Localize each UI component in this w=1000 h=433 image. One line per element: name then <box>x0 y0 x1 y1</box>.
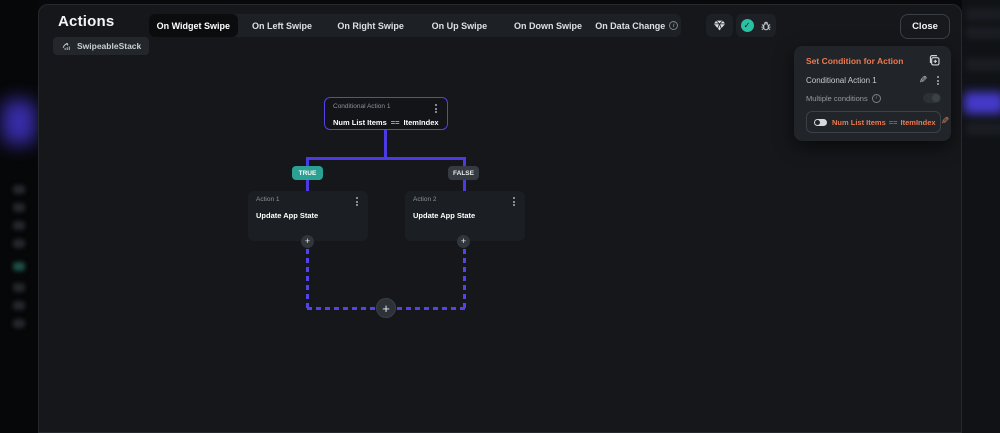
condition-action-name: Conditional Action 1 <box>806 76 877 85</box>
condition-expression: Num List Items==ItemIndex <box>333 118 439 127</box>
action-name: Update App State <box>256 211 319 220</box>
background-right-panel <box>962 0 1000 433</box>
widget-chip-label: SwipeableStack <box>77 41 142 51</box>
sidebar-icon <box>13 283 25 292</box>
panel-title: Set Condition for Action <box>806 55 904 66</box>
swipeable-stack-icon <box>62 42 70 50</box>
sidebar-icon <box>13 262 25 271</box>
sidebar-icon <box>13 239 25 248</box>
background-left-sidebar <box>0 0 38 433</box>
action-name: Update App State <box>413 211 476 220</box>
page-title: Actions <box>58 13 115 30</box>
trigger-tabbar: On Widget Swipe On Left Swipe On Right S… <box>149 14 681 37</box>
info-icon: i <box>871 93 881 103</box>
background-row <box>966 122 1000 135</box>
tab-on-up-swipe[interactable]: On Up Swipe <box>431 20 488 31</box>
tab-on-widget-swipe[interactable]: On Widget Swipe <box>149 14 238 37</box>
connector-dashed-left <box>306 249 309 309</box>
background-row <box>966 26 1000 39</box>
node-title: Action 2 <box>413 196 437 203</box>
tab-on-right-swipe[interactable]: On Right Swipe <box>337 20 404 31</box>
tab-on-down-swipe[interactable]: On Down Swipe <box>514 20 583 31</box>
set-condition-panel: Set Condition for Action Conditional Act… <box>794 46 951 141</box>
flow-gem-button[interactable] <box>706 14 733 37</box>
add-action-button-true-branch[interactable]: + <box>301 235 314 248</box>
kebab-menu-icon[interactable] <box>433 103 439 114</box>
sidebar-icon <box>13 301 25 310</box>
close-button[interactable]: Close <box>900 14 950 39</box>
node-title: Action 1 <box>256 196 280 203</box>
condition-expression: Num List Items==ItemIndex <box>832 117 936 127</box>
action-node-1[interactable]: Action 1 Update App State <box>248 191 368 241</box>
sidebar-active-glow <box>2 100 36 144</box>
edit-condition-icon[interactable]: ✎ <box>940 116 949 127</box>
check-circle-icon: ✓ <box>740 19 754 32</box>
multiple-conditions-toggle[interactable] <box>923 93 941 103</box>
actions-modal: Actions On Widget Swipe On Left Swipe On… <box>38 4 962 433</box>
copy-icon[interactable] <box>928 54 941 67</box>
background-row <box>966 58 1000 71</box>
kebab-menu-icon[interactable] <box>935 75 941 86</box>
connector-split <box>306 157 466 160</box>
add-action-button-merge[interactable]: + <box>376 298 396 318</box>
edit-name-icon[interactable]: ✎ <box>918 74 927 86</box>
sidebar-icon <box>13 319 25 328</box>
sidebar-icon <box>13 203 25 212</box>
background-row <box>966 8 1000 21</box>
sidebar-icon <box>13 221 25 230</box>
conditional-action-node[interactable]: Conditional Action 1 Num List Items==Ite… <box>324 97 448 130</box>
info-icon: i <box>669 21 679 30</box>
multiple-conditions-label: Multiple conditions <box>806 93 868 103</box>
background-selected-glow <box>964 92 1000 114</box>
false-branch-badge: FALSE <box>448 166 479 180</box>
toggle-value-icon <box>814 118 827 126</box>
kebab-menu-icon[interactable] <box>511 196 517 207</box>
connector-dashed-right <box>463 249 466 309</box>
widget-chip[interactable]: SwipeableStack <box>53 37 150 55</box>
node-title: Conditional Action 1 <box>333 103 391 110</box>
add-action-button-false-branch[interactable]: + <box>457 235 470 248</box>
kebab-menu-icon[interactable] <box>354 196 360 207</box>
validation-button-group[interactable]: ✓ <box>736 14 776 37</box>
condition-row[interactable]: Num List Items==ItemIndex ✎ <box>806 111 949 133</box>
true-branch-badge: TRUE <box>292 166 323 180</box>
bug-icon <box>761 21 770 30</box>
tab-on-data-change[interactable]: On Data Change i <box>592 14 681 37</box>
action-node-2[interactable]: Action 2 Update App State <box>405 191 525 241</box>
gem-icon <box>713 20 726 31</box>
sidebar-icon <box>13 185 25 194</box>
tab-on-left-swipe[interactable]: On Left Swipe <box>252 20 313 31</box>
connector-trunk <box>384 130 387 158</box>
